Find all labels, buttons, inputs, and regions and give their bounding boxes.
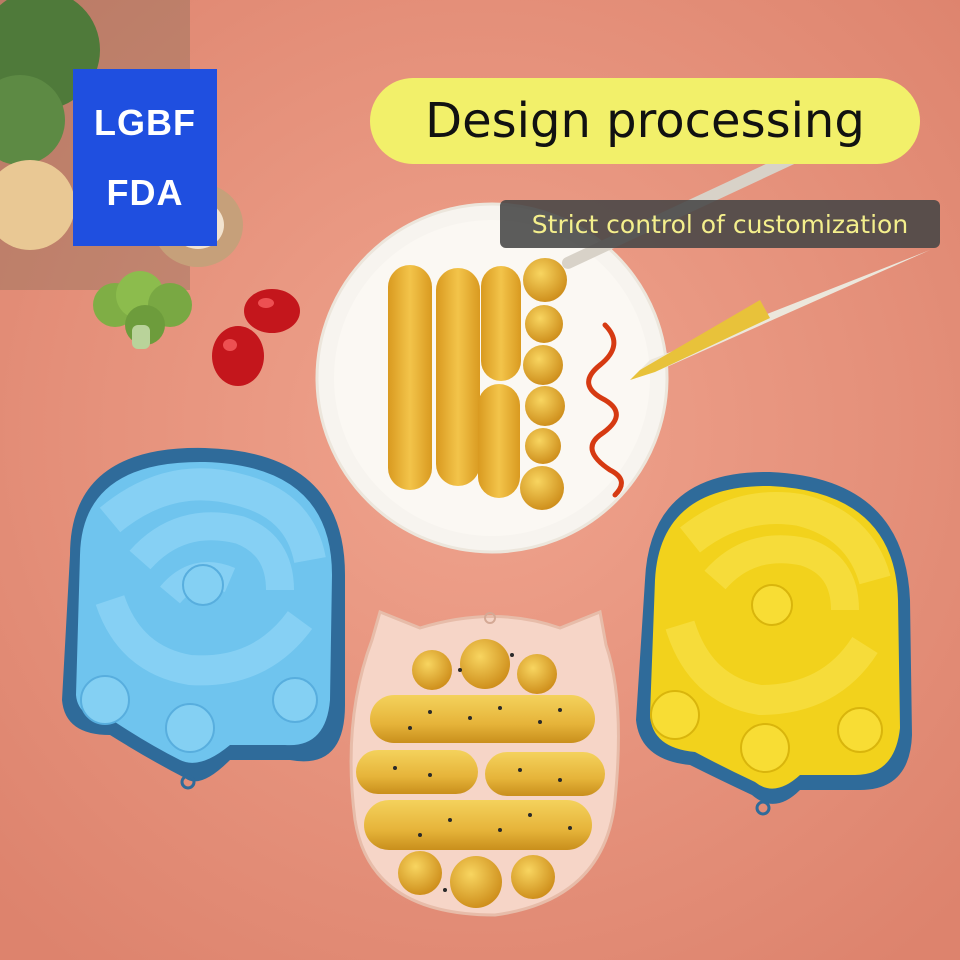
plate-with-sausages (315, 152, 930, 554)
pink-cat-tray (349, 609, 620, 917)
badge-lgbf-text: LGBF (94, 101, 196, 143)
badge-fda-text: FDA (106, 171, 184, 213)
certification-badge: LGBF FDA (73, 69, 217, 246)
sesame-seeds (393, 653, 572, 892)
subheadline-banner: Strict control of customization (500, 200, 940, 248)
ketchup-swirl (586, 322, 624, 498)
headline-banner: Design processing (370, 78, 920, 164)
yellow-silicone-mold (636, 471, 912, 816)
broccoli (93, 271, 192, 349)
subheadline-text: Strict control of customization (531, 209, 909, 239)
blue-silicone-mold (62, 447, 345, 790)
headline-text: Design processing (425, 93, 865, 149)
cherry-tomatoes (212, 289, 300, 386)
